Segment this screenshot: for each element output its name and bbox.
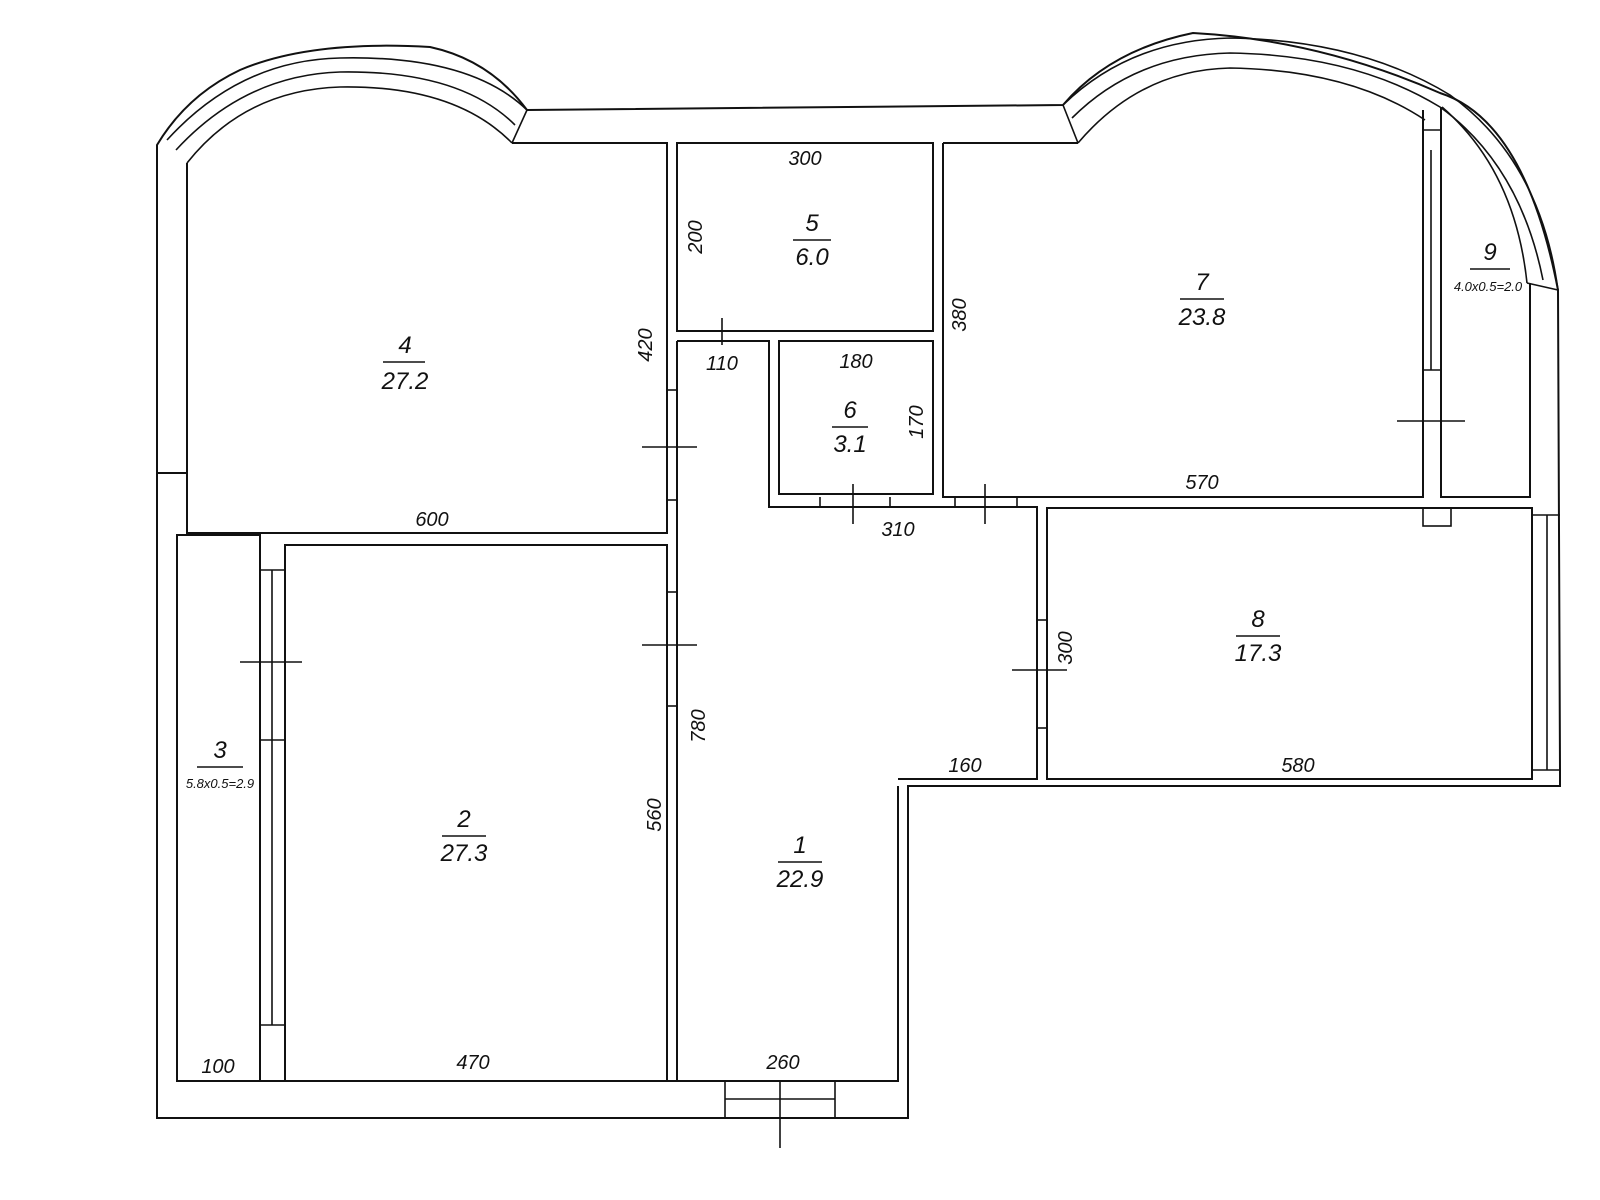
door-markers [240,318,1465,729]
room-7-area: 23.8 [1178,304,1226,331]
room-8-number: 8 [1251,606,1265,633]
room-3-number: 3 [213,737,227,764]
room-7 [942,110,1424,498]
room-5-number: 5 [805,210,819,237]
right-arch [1062,37,1559,291]
room-5 [676,142,934,332]
room-2-number: 2 [456,806,470,833]
dim-hall-260: 260 [765,1052,799,1074]
room-2 [260,544,668,1082]
dim-room7-width: 570 [1185,472,1218,494]
room-9-number: 9 [1483,239,1496,266]
room-9 [1423,107,1531,498]
room-4 [186,142,668,534]
dim-room3-width: 100 [201,1056,234,1078]
dim-room6-height: 170 [906,405,928,438]
dim-door-110: 110 [706,353,738,375]
dim-room4-height: 420 [635,328,657,361]
room-4-number: 4 [398,332,411,359]
room-3-area: 5.8x0.5=2.9 [186,776,254,791]
dim-room6-width: 180 [839,351,872,373]
room-8-area: 17.3 [1235,640,1282,667]
room-9-area: 4.0x0.5=2.0 [1454,279,1523,294]
room-1-number: 1 [793,832,806,859]
room-8 [1046,507,1560,780]
room-2-area: 27.3 [440,840,488,867]
dim-room7-height: 380 [949,298,971,331]
room-6 [778,340,934,495]
dim-room5-height: 200 [685,220,707,254]
room-6-area: 3.1 [833,431,866,458]
outer-walls [156,31,1561,1119]
dimension-labels: 600 420 300 200 110 180 170 310 380 570 … [201,148,1314,1078]
room-7-number: 7 [1195,269,1210,296]
dim-room4-width: 600 [415,509,448,531]
dim-room5-width: 300 [788,148,821,170]
dim-corridor-310: 310 [881,519,914,541]
room-4-area: 27.2 [381,368,429,395]
dim-hall-160: 160 [948,755,981,777]
dim-room2-width: 470 [456,1052,489,1074]
dim-hall-780: 780 [688,709,710,742]
left-arch [166,57,528,164]
dim-room2-height: 560 [644,798,666,831]
room-1 [676,340,1038,1148]
room-6-number: 6 [843,397,857,424]
dim-room8-height: 300 [1055,631,1077,664]
room-5-area: 6.0 [795,244,829,271]
room-1-area: 22.9 [776,866,824,893]
room-labels: 4 27.2 5 6.0 6 3.1 7 23.8 9 4.0x0.5=2.0 … [186,210,1523,893]
dim-room8-width: 580 [1281,755,1314,777]
